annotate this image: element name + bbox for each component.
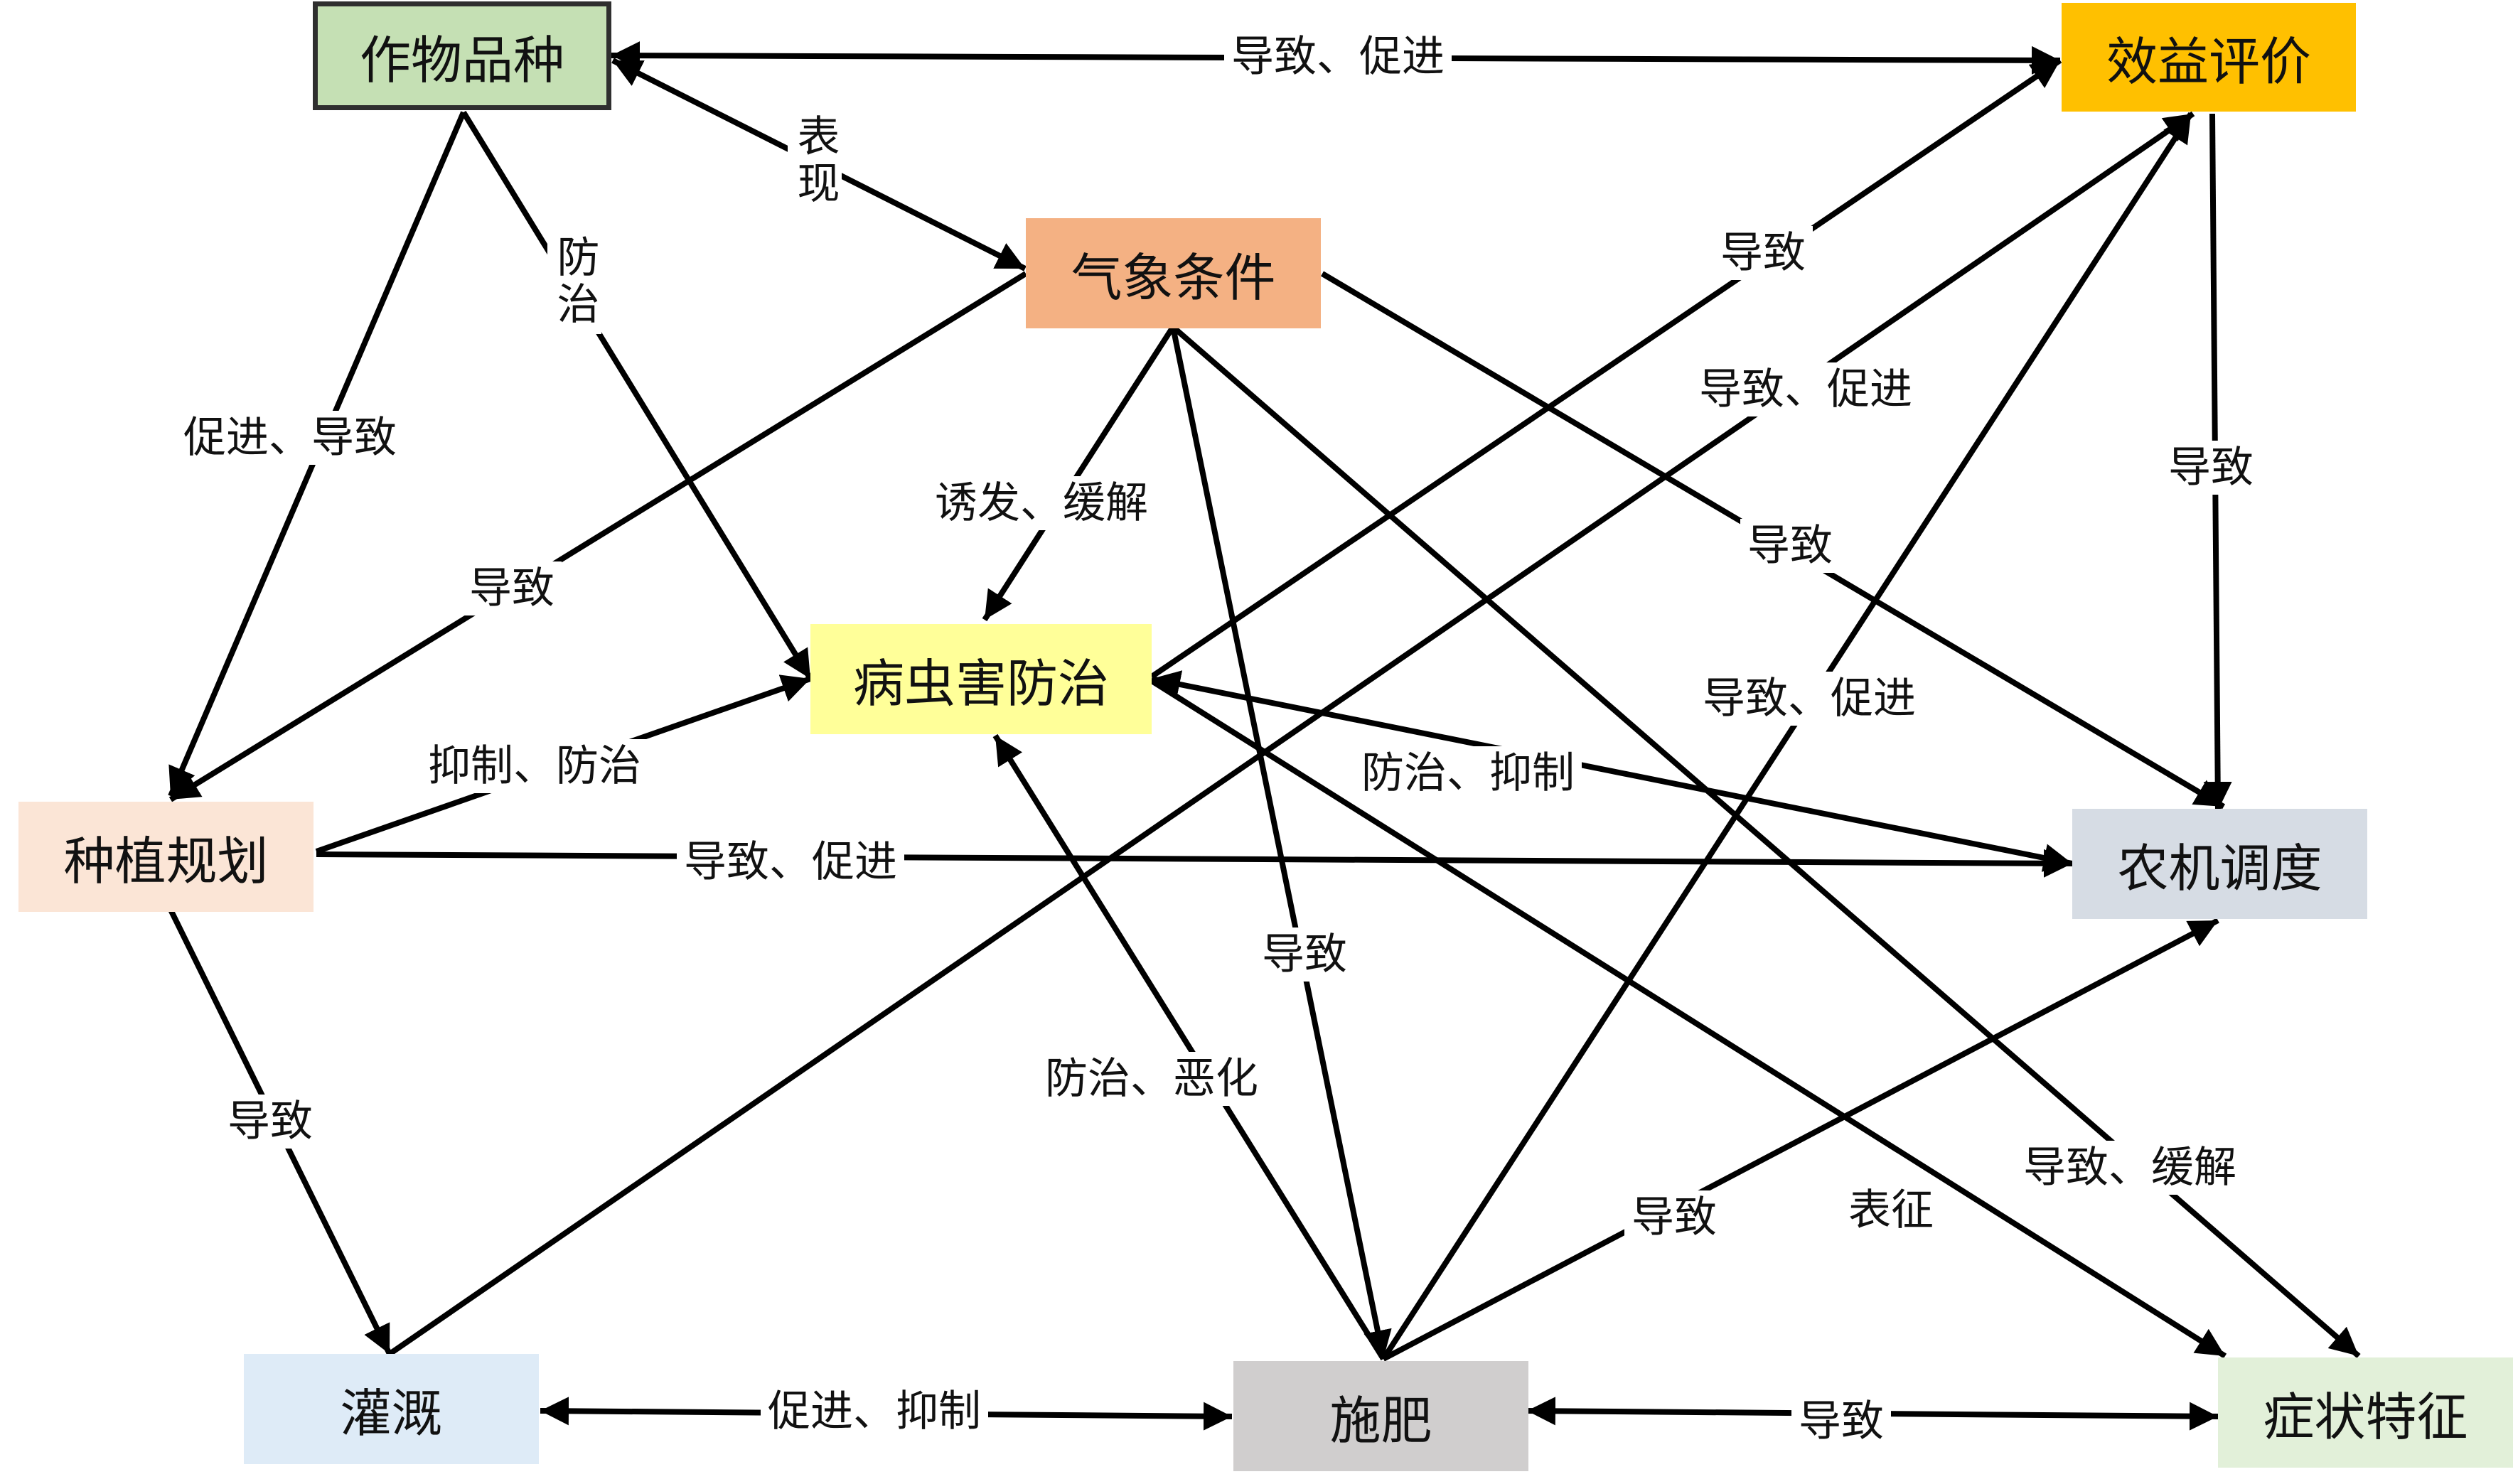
label-fertilize-symptoms: 导致 (1791, 1394, 1891, 1448)
label-weather-machinery: 导致 (1740, 519, 1840, 573)
label-crop-weather: 表现 (788, 108, 842, 213)
label-fertilize-benefit: 导致、促进 (1695, 672, 1923, 726)
label-fertilize-machinery: 导致 (1624, 1190, 1724, 1244)
label-weather-pest: 诱发、缓解 (928, 476, 1155, 530)
label-crop-benefit: 导致、促进 (1224, 30, 1452, 84)
label-benefit-machinery: 导致 (2161, 441, 2261, 495)
edge-plan-machinery (316, 849, 2073, 878)
label-irrigation-fertilize: 促进、抑制 (761, 1384, 988, 1439)
node-symptoms[interactable]: 症状特征 (2218, 1357, 2513, 1468)
node-machinery-dispatch[interactable]: 农机调度 (2072, 809, 2367, 919)
label-fertilize-pest: 防治、恶化 (1038, 1052, 1265, 1106)
node-weather-conditions[interactable]: 气象条件 (1026, 218, 1321, 328)
label-weather-plan: 导致 (462, 561, 562, 615)
label-plan-irrigation: 导致 (220, 1095, 320, 1149)
edge-fertilize-machinery (1382, 918, 2219, 1362)
node-pest-control[interactable]: 病虫害防治 (810, 624, 1152, 734)
edge-crop-pest (461, 110, 813, 681)
edge-weather-pest (982, 325, 1176, 622)
edge-pest-symptoms (1150, 678, 2227, 1359)
edge-pest-benefit (1150, 58, 2062, 679)
label-irrigation-benefit: 导致、促进 (1692, 362, 1919, 416)
node-crop-variety[interactable]: 作物品种 (313, 1, 611, 110)
label-plan-machinery: 导致、促进 (677, 835, 904, 889)
label-weather-symptoms: 导致、缓解 (2016, 1141, 2244, 1195)
label-plan-pest: 抑制、防治 (421, 739, 648, 793)
edge-irrigation-benefit (387, 111, 2195, 1357)
edge-weather-plan (168, 271, 1028, 802)
node-planting-plan[interactable]: 种植规划 (18, 802, 314, 912)
label-weather-fertilize: 导致 (1255, 928, 1354, 982)
edge-fertilize-pest (992, 733, 1386, 1361)
node-irrigation[interactable]: 灌溉 (244, 1354, 539, 1464)
label-pest-benefit: 导致 (1713, 226, 1813, 280)
label-pest-machinery: 防治、抑制 (1354, 746, 1582, 800)
node-fertilization[interactable]: 施肥 (1233, 1361, 1528, 1471)
node-benefit-evaluation[interactable]: 效益评价 (2062, 3, 2356, 112)
edge-fertilize-benefit (1381, 112, 2194, 1361)
label-crop-pest: 防治 (547, 229, 601, 334)
label-pest-symptoms: 表征 (1841, 1183, 1941, 1237)
edge-pest-machinery (1151, 670, 2073, 872)
label-crop-plan: 促进、导致 (176, 411, 404, 465)
